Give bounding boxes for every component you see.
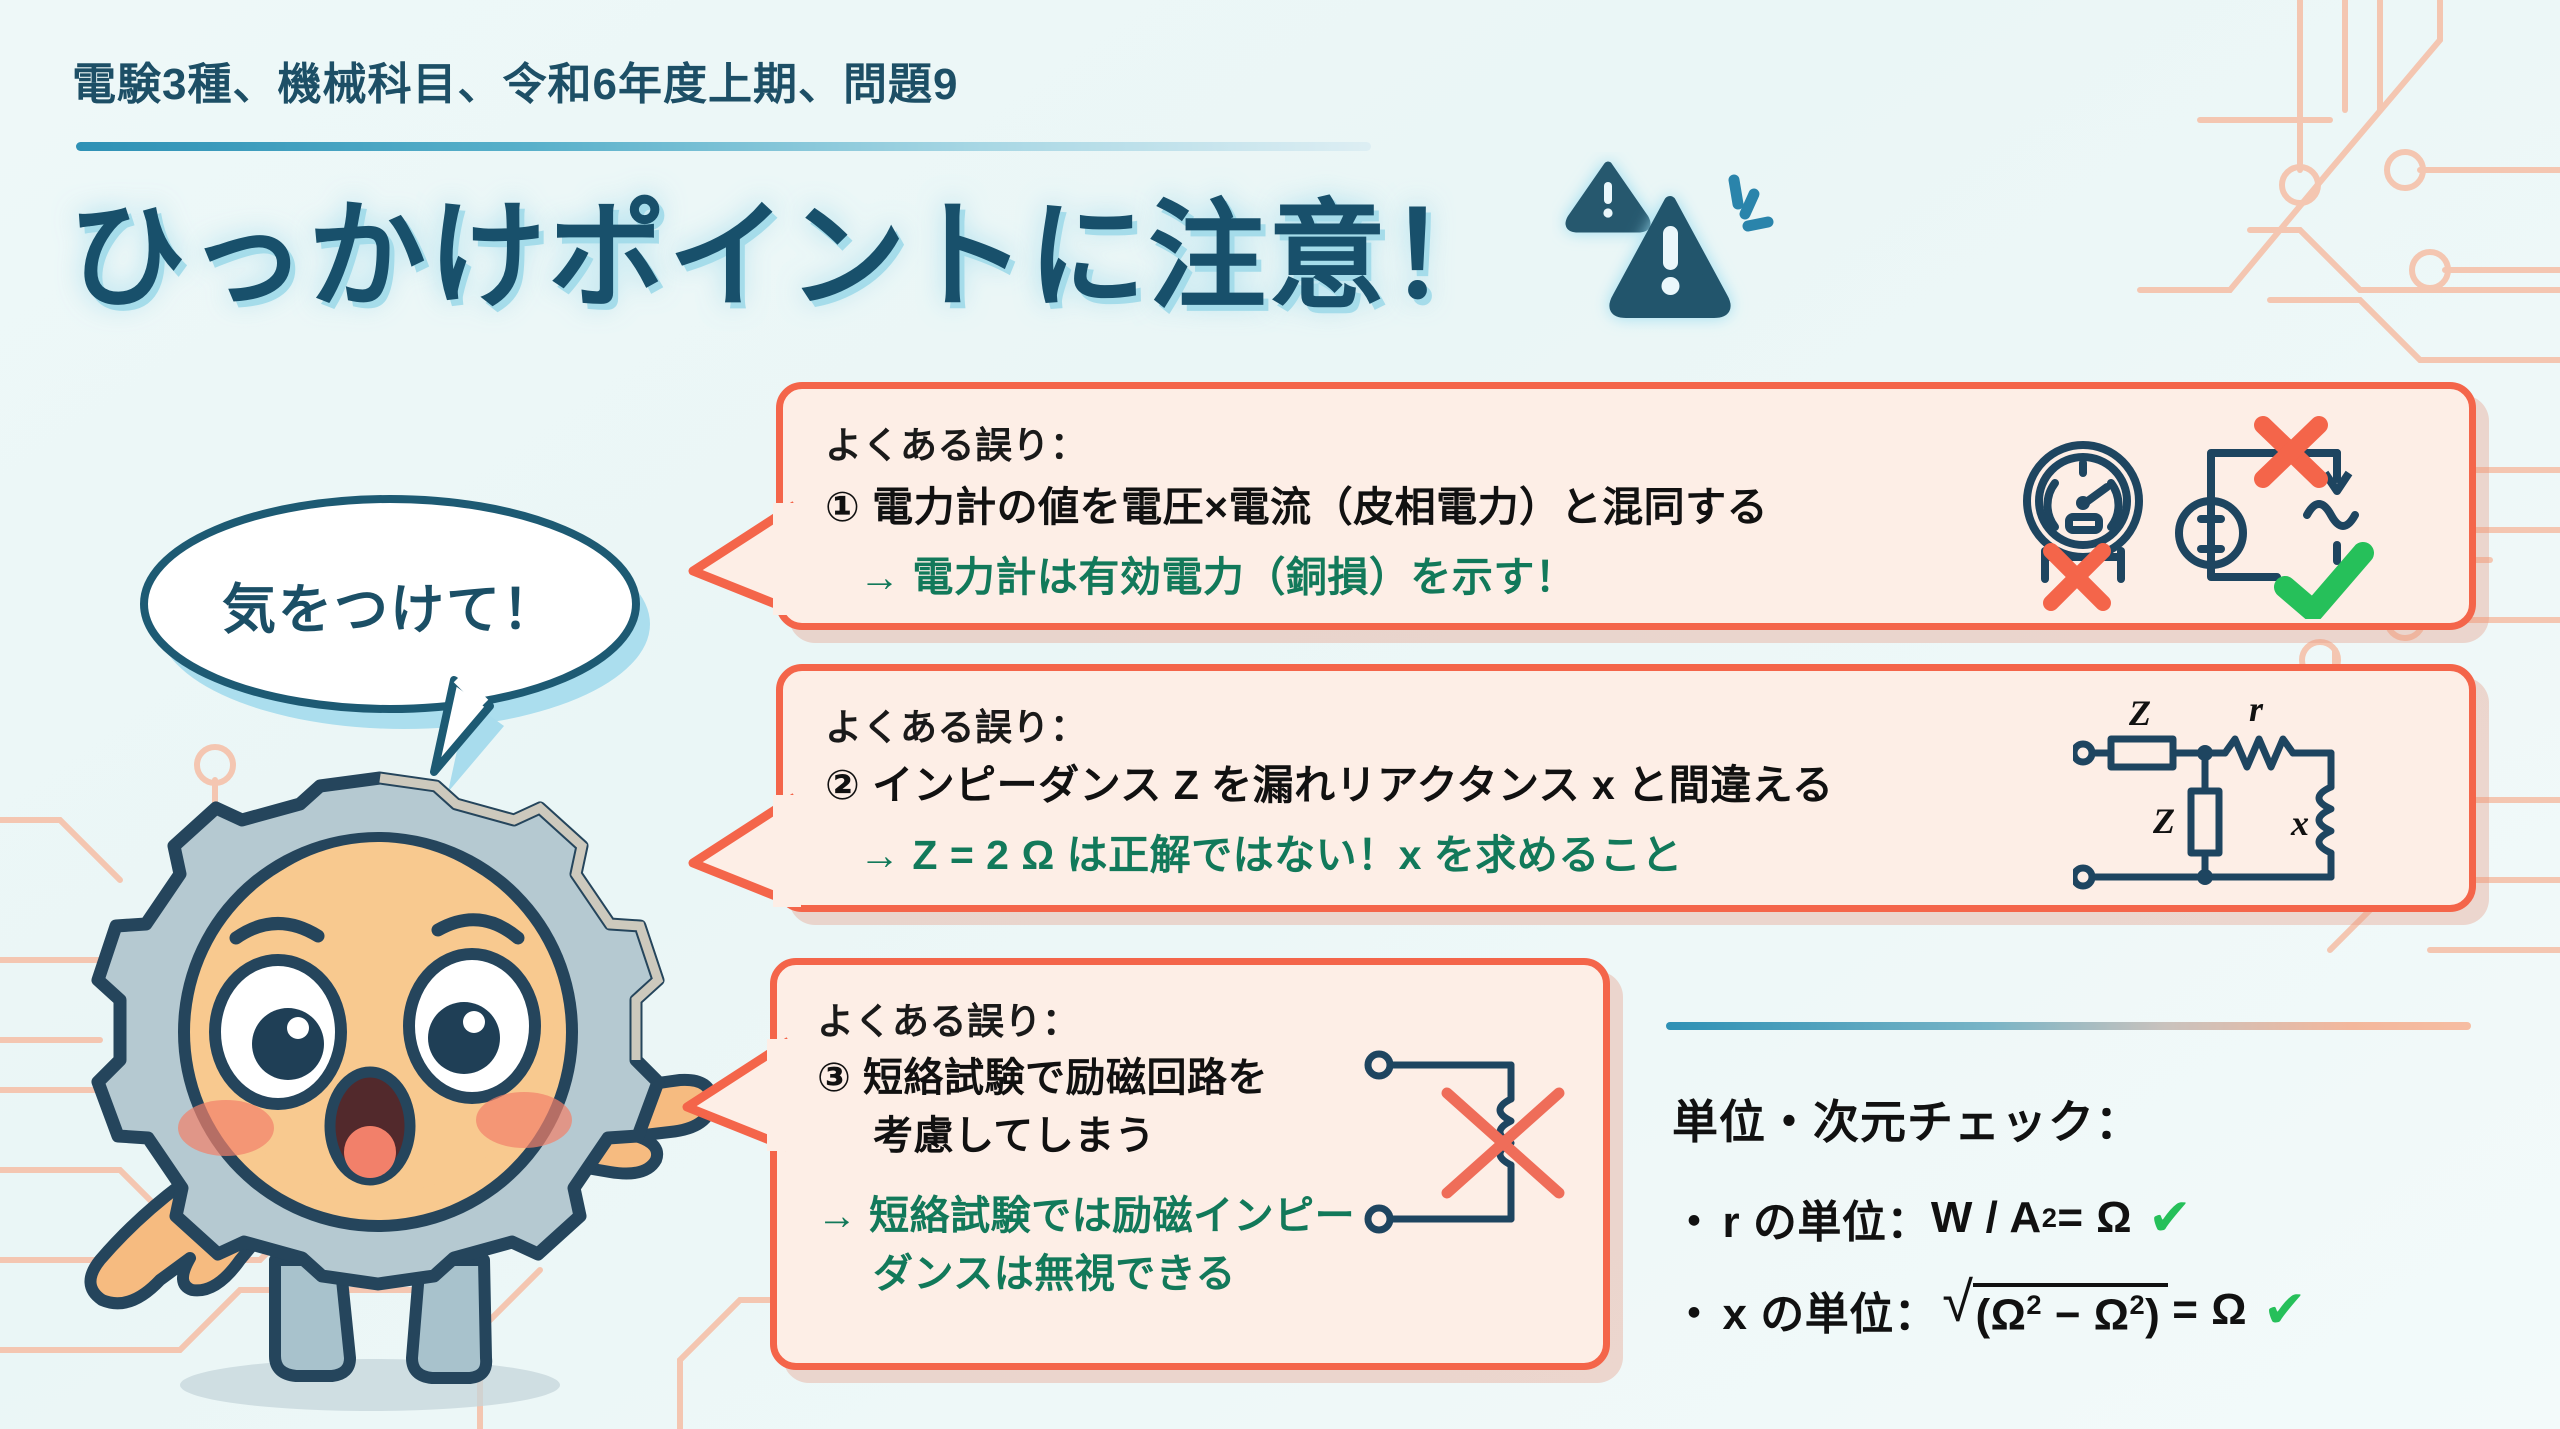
unit-row-2-result: = Ω bbox=[2172, 1285, 2247, 1334]
callout-1-number: ① bbox=[825, 484, 861, 530]
kicker-divider bbox=[76, 142, 1371, 151]
excitation-branch-crossed-out-icon bbox=[1364, 1050, 1565, 1234]
callout-3-mistake-line-2: 考慮してしまう bbox=[873, 1114, 1156, 1158]
callout-2-mistake: ② インピーダンス Z を漏れリアクタンス x と間違える bbox=[825, 751, 1833, 811]
circuit-label-Z1: Z bbox=[2128, 693, 2151, 733]
callout-2-mistake-text: インピーダンス Z を漏れリアクタンス x と間違える bbox=[872, 762, 1834, 808]
equivalent-circuit-diagram: Z r Z x bbox=[2073, 691, 2335, 890]
callout-1-text: よくある誤り： ① 電力計の値を電圧×電流（皮相電力）と混同する → 電力計は有… bbox=[825, 415, 1768, 603]
unit-row-1-result: = Ω bbox=[2057, 1193, 2133, 1242]
callout-1-label: よくある誤り： bbox=[825, 425, 1088, 466]
callout-3-mistake-line-1: ③ 短絡試験で励磁回路を bbox=[817, 1045, 1355, 1103]
callout-2-text: よくある誤り： ② インピーダンス Z を漏れリアクタンス x と間違える → … bbox=[825, 697, 1833, 881]
callout-3-number: ③ bbox=[817, 1056, 852, 1100]
callout-box-2: よくある誤り： ② インピーダンス Z を漏れリアクタンス x と間違える → … bbox=[688, 664, 2476, 912]
unit-row-2-sqrt-close: ) bbox=[2145, 1290, 2161, 1340]
speech-bubble: 気をつけて！ bbox=[140, 492, 660, 792]
page-kicker: 電験3種、機械科目、令和6年度上期、問題9 bbox=[72, 60, 959, 109]
circuit-label-Z2: Z bbox=[2152, 801, 2175, 841]
unit-row-1-exponent: 2 bbox=[2041, 1202, 2058, 1233]
callout-1-fix: → 電力計は有効電力（銅損）を示す！ bbox=[859, 554, 1577, 600]
unit-row-2-bullet: ・ bbox=[1672, 1290, 1717, 1339]
unit-row-2-sqrt: √ (Ω2 − Ω2) bbox=[1942, 1270, 2169, 1341]
callout-1-graphics bbox=[2023, 416, 2374, 619]
circuit-label-x: x bbox=[2290, 803, 2309, 843]
unit-row-2-sqrt-a: (Ω bbox=[1975, 1290, 2027, 1340]
callout-tail-3 bbox=[682, 1037, 795, 1152]
callout-tail-1 bbox=[688, 501, 801, 616]
callout-2-number: ② bbox=[825, 762, 861, 808]
callout-tail-2 bbox=[688, 793, 801, 908]
unit-row-1-lead: r の単位： bbox=[1722, 1198, 1931, 1247]
callout-2-fix: → Z = 2 Ω は正解ではない！x を求めること bbox=[859, 832, 1683, 878]
callout-1-mistake: ① 電力計の値を電圧×電流（皮相電力）と混同する bbox=[825, 473, 1768, 533]
callout-3-fix-line-1: → 短絡試験では励磁インピー bbox=[817, 1194, 1356, 1238]
unit-check-row-1: ・ r の単位： W / A 2 = Ω ✔ bbox=[1672, 1186, 2192, 1250]
speech-bubble-text: 気をつけて！ bbox=[222, 580, 558, 640]
unit-row-2-sup-b: 2 bbox=[2129, 1289, 2146, 1321]
unit-check-divider bbox=[1666, 1022, 2471, 1030]
page-title: ひっかけポイントに注意！ bbox=[68, 191, 1509, 323]
unit-row-2-sup-a: 2 bbox=[2026, 1289, 2043, 1321]
callout-box-1: よくある誤り： ① 電力計の値を電圧×電流（皮相電力）と混同する → 電力計は有… bbox=[688, 382, 2476, 630]
callout-3-label: よくある誤り： bbox=[817, 1001, 1080, 1042]
callout-2-label: よくある誤り： bbox=[825, 707, 1088, 748]
unit-row-2-lead: x の単位： bbox=[1722, 1290, 1939, 1339]
unit-row-1-bullet: ・ bbox=[1672, 1198, 1717, 1247]
callout-3-mistake-text-1: 短絡試験で励磁回路を bbox=[863, 1056, 1268, 1100]
unit-check-row-2: ・ x の単位： √ (Ω2 − Ω2) = Ω ✔ bbox=[1672, 1270, 2308, 1342]
callout-3-fix-line-2: ダンスは無視できる bbox=[873, 1252, 1236, 1296]
callout-1-mistake-text: 電力計の値を電圧×電流（皮相電力）と混同する bbox=[872, 484, 1769, 530]
circuit-label-r: r bbox=[2249, 691, 2264, 729]
unit-row-1-expr: W / A bbox=[1930, 1193, 2042, 1242]
green-check-icon: ✔ bbox=[2148, 1189, 2193, 1247]
warning-triangle-icon bbox=[1565, 161, 1774, 318]
gear-character-mascot bbox=[84, 771, 718, 1411]
callout-3-text: よくある誤り： ③ 短絡試験で励磁回路を 考慮してしまう → 短絡試験では励磁イ… bbox=[817, 991, 1355, 1299]
unit-check-title: 単位・次元チェック： bbox=[1672, 1096, 2142, 1148]
sqrt-icon: √ bbox=[1942, 1270, 1974, 1334]
green-check-icon-2: ✔ bbox=[2263, 1281, 2308, 1339]
callout-box-3: よくある誤り： ③ 短絡試験で励磁回路を 考慮してしまう → 短絡試験では励磁イ… bbox=[682, 958, 1610, 1370]
unit-row-2-sqrt-mid: − Ω bbox=[2042, 1290, 2130, 1340]
